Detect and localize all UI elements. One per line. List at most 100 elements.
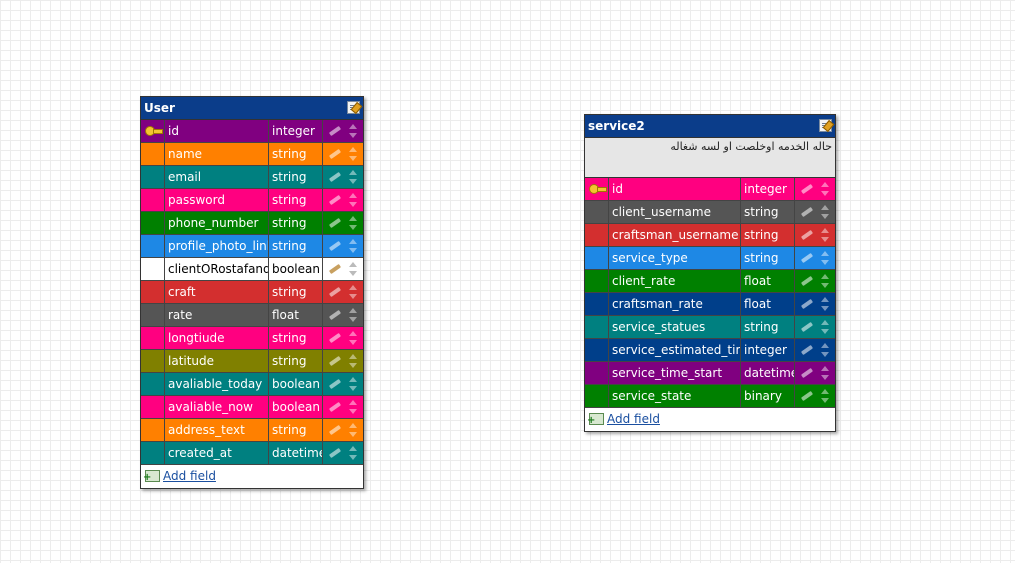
field-type[interactable]: string (269, 212, 323, 234)
reorder-arrows-icon[interactable] (821, 182, 829, 196)
field-name[interactable]: service_estimated_time (609, 339, 741, 361)
edit-field-icon[interactable] (800, 344, 814, 356)
edit-field-icon[interactable] (800, 252, 814, 264)
reorder-arrows-icon[interactable] (821, 343, 829, 357)
add-field-icon[interactable] (587, 409, 604, 432)
edit-field-icon[interactable] (328, 355, 342, 367)
edit-field-icon[interactable] (800, 206, 814, 218)
field-name[interactable]: avaliable_now (165, 396, 269, 418)
edit-field-icon[interactable] (800, 367, 814, 379)
add-field-link[interactable]: Add field (163, 469, 216, 483)
field-type[interactable]: string (269, 235, 323, 257)
edit-field-icon[interactable] (328, 148, 342, 160)
edit-field-icon[interactable] (800, 298, 814, 310)
field-name[interactable]: rate (165, 304, 269, 326)
edit-field-icon[interactable] (800, 183, 814, 195)
field-type[interactable]: boolean (269, 396, 323, 418)
reorder-arrows-icon[interactable] (349, 331, 357, 345)
field-type[interactable]: float (741, 270, 795, 292)
field-type[interactable]: integer (741, 178, 795, 200)
reorder-arrows-icon[interactable] (349, 239, 357, 253)
field-name[interactable]: client_username (609, 201, 741, 223)
field-type[interactable]: datetime (741, 362, 795, 384)
field-name[interactable]: service_state (609, 385, 741, 407)
field-name[interactable]: created_at (165, 442, 269, 464)
edit-field-icon[interactable] (328, 447, 342, 459)
field-name[interactable]: latitude (165, 350, 269, 372)
field-name[interactable]: email (165, 166, 269, 188)
edit-field-icon[interactable] (328, 194, 342, 206)
reorder-arrows-icon[interactable] (349, 170, 357, 184)
edit-field-icon[interactable] (328, 401, 342, 413)
field-name[interactable]: id (165, 120, 269, 142)
reorder-arrows-icon[interactable] (349, 147, 357, 161)
add-field-icon[interactable] (143, 466, 160, 489)
field-name[interactable]: id (609, 178, 741, 200)
reorder-arrows-icon[interactable] (349, 285, 357, 299)
field-type[interactable]: float (269, 304, 323, 326)
field-type[interactable]: string (741, 224, 795, 246)
field-type[interactable]: datetime (269, 442, 323, 464)
edit-field-icon[interactable] (800, 321, 814, 333)
edit-field-icon[interactable] (800, 229, 814, 241)
field-type[interactable]: string (269, 189, 323, 211)
reorder-arrows-icon[interactable] (349, 262, 357, 276)
reorder-arrows-icon[interactable] (349, 377, 357, 391)
edit-table-icon[interactable] (819, 119, 832, 132)
edit-field-icon[interactable] (328, 240, 342, 252)
reorder-arrows-icon[interactable] (349, 354, 357, 368)
table-service2[interactable]: service2 حاله الخدمه اوخلصت او لسه شغاله… (584, 114, 836, 432)
reorder-arrows-icon[interactable] (821, 251, 829, 265)
field-name[interactable]: clientORostafandy (165, 258, 269, 280)
reorder-arrows-icon[interactable] (821, 205, 829, 219)
field-name[interactable]: longtiude (165, 327, 269, 349)
field-name[interactable]: avaliable_today (165, 373, 269, 395)
field-name[interactable]: password (165, 189, 269, 211)
edit-table-icon[interactable] (347, 101, 360, 114)
edit-field-icon[interactable] (328, 286, 342, 298)
reorder-arrows-icon[interactable] (349, 423, 357, 437)
field-name[interactable]: profile_photo_link (165, 235, 269, 257)
edit-field-icon[interactable] (328, 309, 342, 321)
field-name[interactable]: service_time_start (609, 362, 741, 384)
field-name[interactable]: service_type (609, 247, 741, 269)
field-type[interactable]: string (269, 143, 323, 165)
reorder-arrows-icon[interactable] (349, 216, 357, 230)
field-name[interactable]: service_statues (609, 316, 741, 338)
edit-field-icon[interactable] (328, 217, 342, 229)
reorder-arrows-icon[interactable] (821, 389, 829, 403)
edit-field-icon[interactable] (328, 171, 342, 183)
table-header[interactable]: service2 (585, 115, 835, 138)
reorder-arrows-icon[interactable] (349, 193, 357, 207)
field-name[interactable]: craft (165, 281, 269, 303)
edit-field-icon[interactable] (328, 424, 342, 436)
edit-field-icon[interactable] (328, 125, 342, 137)
field-type[interactable]: string (269, 419, 323, 441)
field-type[interactable]: binary (741, 385, 795, 407)
field-type[interactable]: string (741, 247, 795, 269)
field-name[interactable]: address_text (165, 419, 269, 441)
field-type[interactable]: string (741, 201, 795, 223)
edit-field-icon[interactable] (800, 275, 814, 287)
field-type[interactable]: string (269, 166, 323, 188)
